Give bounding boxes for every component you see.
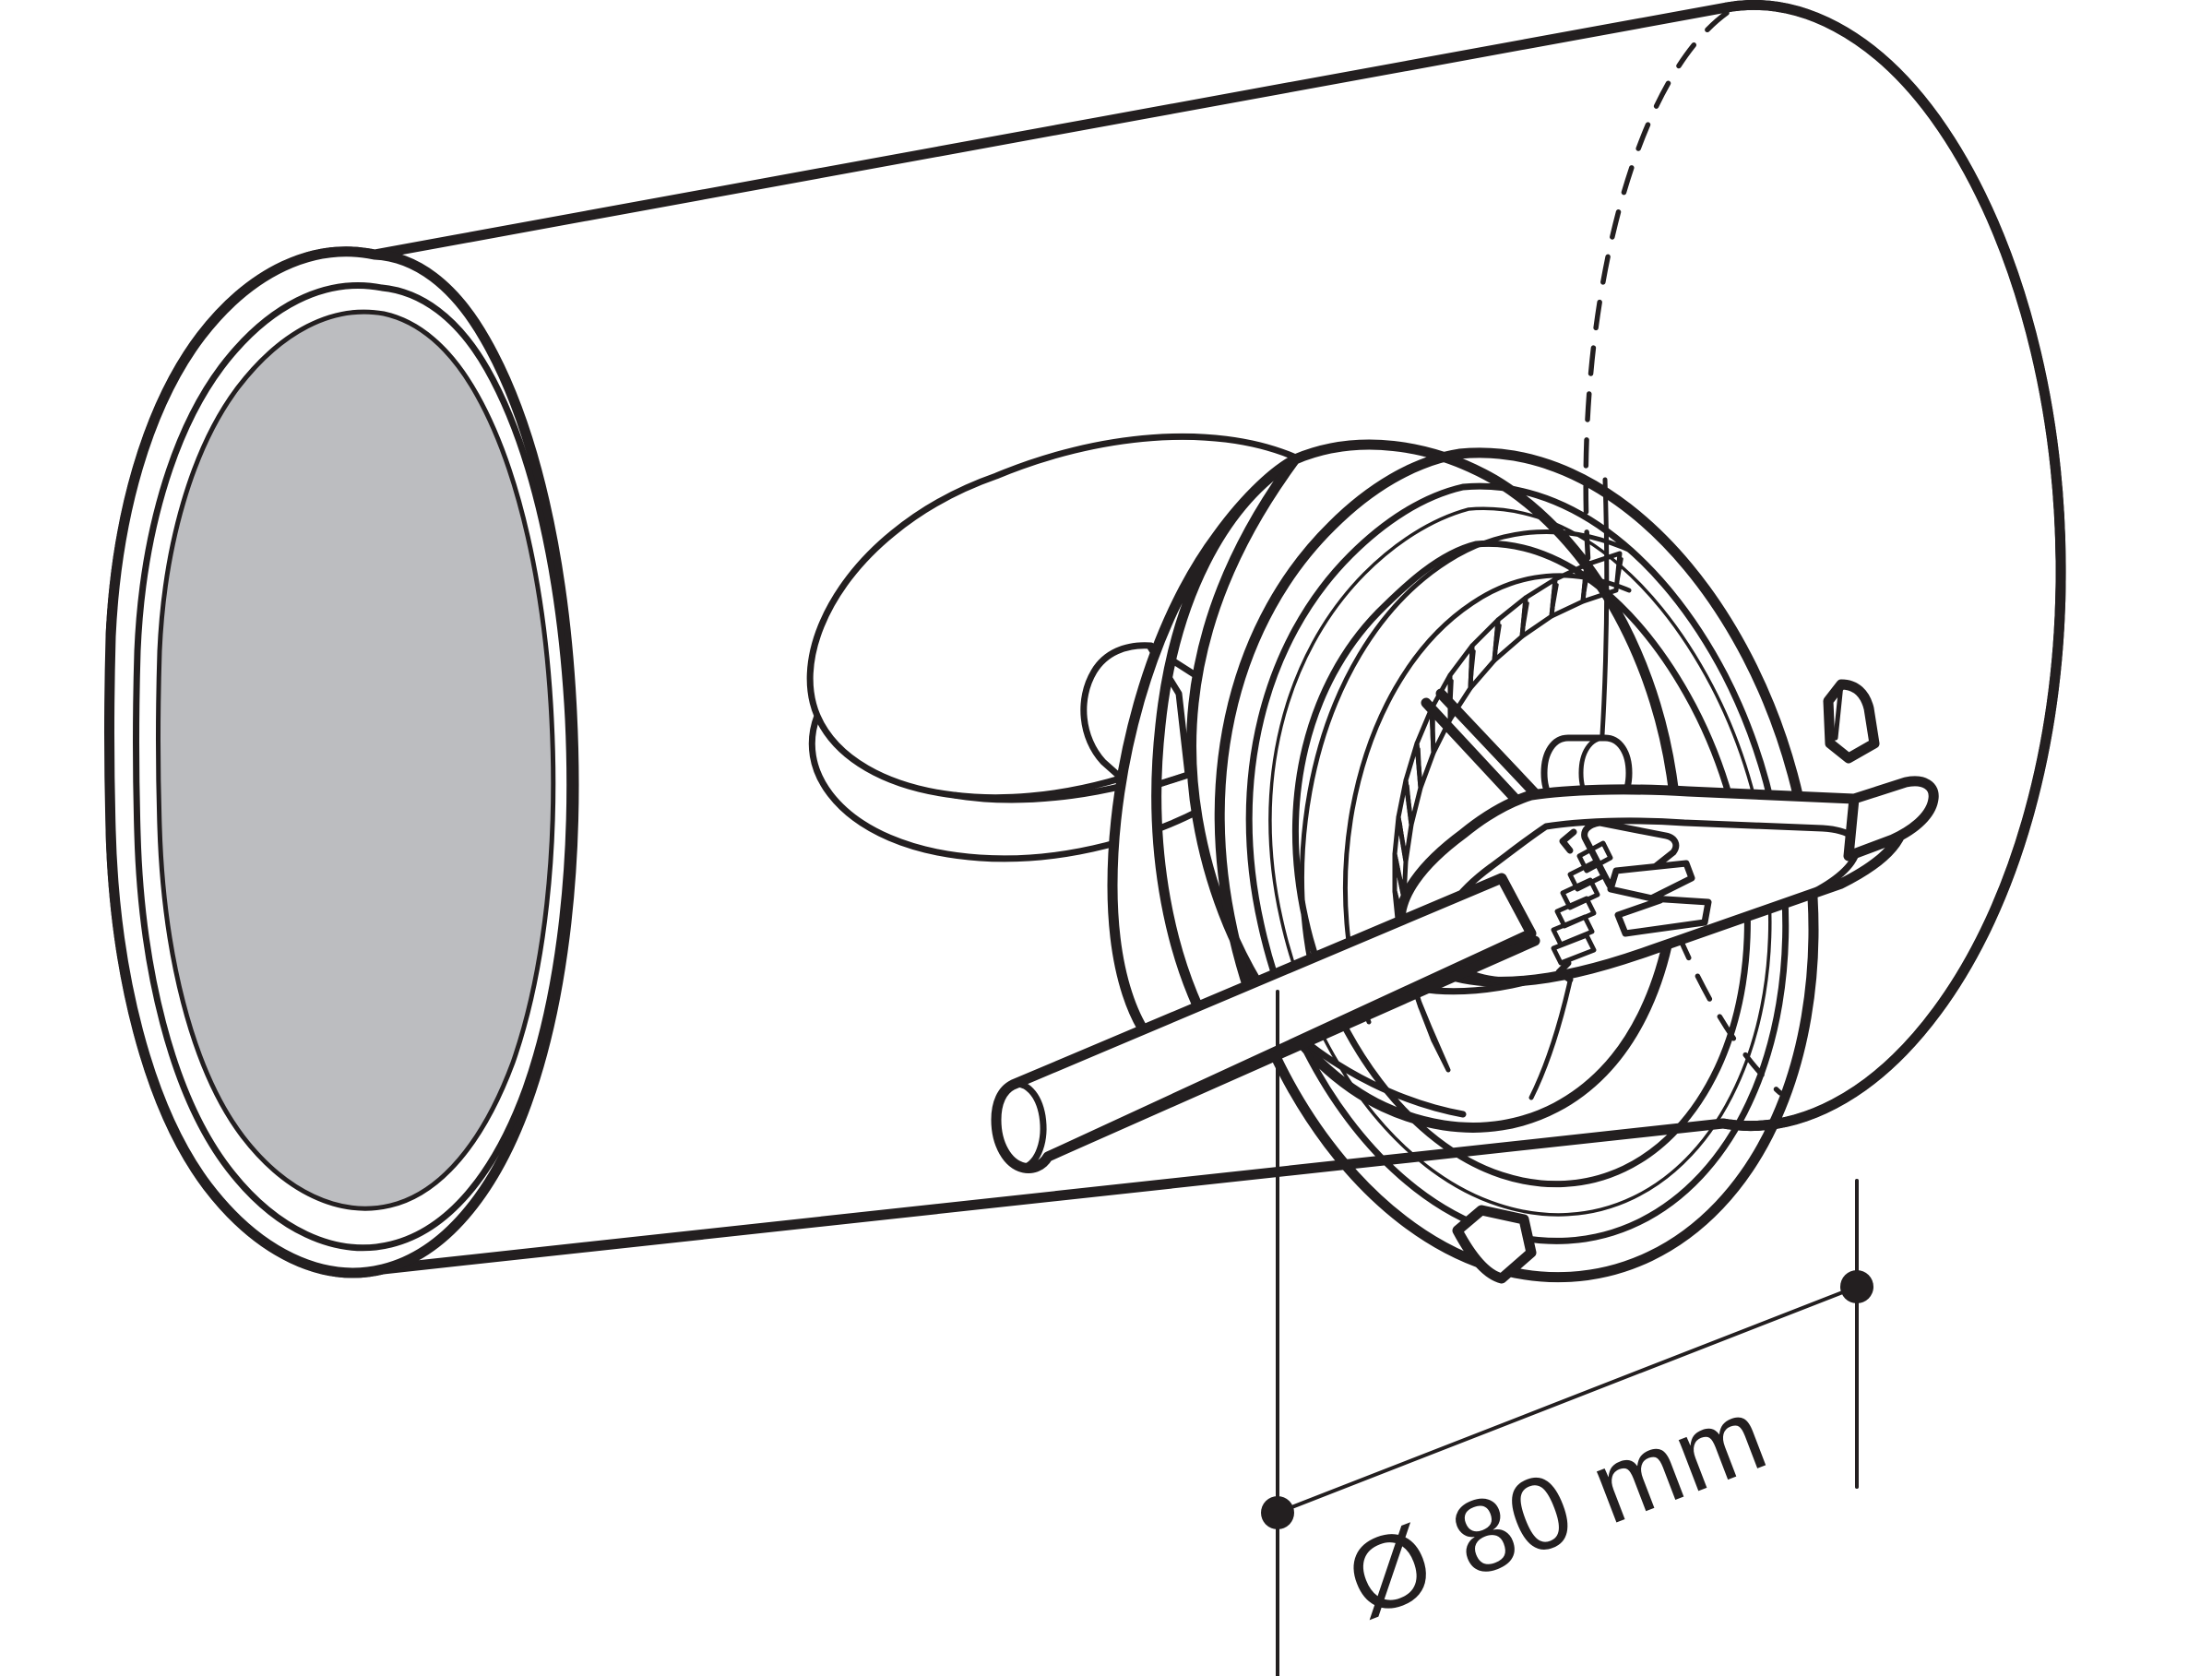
tooth-ring-outer-arc <box>1299 529 1635 1030</box>
blade-right-tip <box>1843 776 1939 862</box>
dimension-line <box>1276 1285 1859 1515</box>
duct-bore-face <box>158 312 553 1209</box>
blade-upper-strut2 <box>1421 697 1529 814</box>
duct-far-end-rim <box>1718 0 2066 1132</box>
damper-flange-outer <box>1214 447 1819 1283</box>
blade-upper-strut <box>1435 688 1540 799</box>
damper-flange-ring3 <box>1268 506 1772 1217</box>
damper-bore <box>1291 540 1751 1188</box>
rack-top-cap <box>1559 828 1577 854</box>
cam-lever <box>1607 860 1712 937</box>
rack-bottom-cap <box>1555 959 1574 983</box>
blade-inner-relief <box>1437 817 1861 985</box>
rod-shaft <box>991 873 1537 1173</box>
dimension-dot-left <box>1261 1496 1294 1529</box>
adjustment-rod <box>991 873 1540 1173</box>
tooth-ring-inner-arc <box>1342 573 1632 1025</box>
pinion-rack-detail <box>1551 819 1712 983</box>
rod-end-cap <box>1009 1080 1047 1171</box>
duct-open-end <box>104 246 579 1278</box>
rack-teeth <box>1551 840 1613 966</box>
damper-side-lug-fold <box>1833 682 1844 741</box>
flange-bottom-tab <box>1452 1205 1537 1284</box>
dimension-dot-right <box>1840 1270 1873 1303</box>
dimension-label: Ø 80 mm <box>1332 1375 1782 1640</box>
rod-lower-edge <box>1042 935 1540 1162</box>
duct-bore-face-outline <box>156 309 556 1211</box>
